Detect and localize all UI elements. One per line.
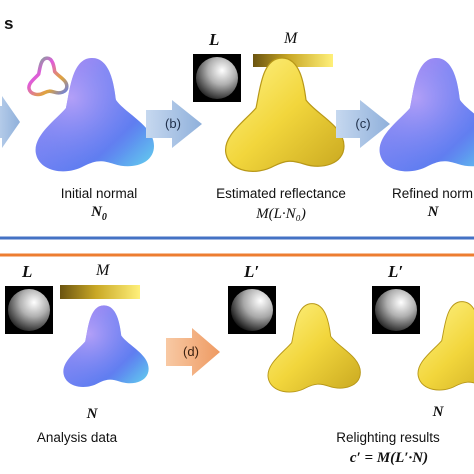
step-b-label: (b) (165, 116, 181, 131)
caption-analysis-data: Analysis data (36, 430, 118, 445)
legend-material-label: M (96, 262, 110, 279)
normal-outline-icon (27, 56, 69, 97)
formula-estimated-reflectance: M(L·N₀) (256, 206, 306, 222)
bottom-panel-border (0, 253, 474, 257)
legend-new-light-label: L′ (388, 262, 404, 281)
caption-initial-normal: Initial normal (60, 186, 138, 201)
symbol-refined-normal: N (427, 204, 439, 220)
estimated-reflectance-shape (224, 57, 345, 172)
refined-normal-shape (379, 58, 474, 172)
sphere-icon (375, 289, 417, 331)
reflectance-bar (60, 285, 140, 299)
arrow-right-icon (166, 328, 220, 376)
panel-title-fragment: s (4, 14, 14, 33)
caption-relighting-results: Relighting results (336, 430, 440, 445)
arrow-right-icon (146, 100, 202, 148)
arrow-right-icon (0, 96, 20, 148)
top-panel-border (0, 236, 474, 240)
sphere-icon (8, 289, 50, 331)
symbol-relit-normal: N (432, 404, 444, 420)
legend-light-label: L (209, 30, 220, 49)
step-c-label: (c) (355, 116, 371, 131)
step-d-label: (d) (183, 344, 199, 359)
caption-refined-normal: Refined norm (392, 186, 474, 201)
initial-normal-shape (35, 58, 154, 172)
relit-shape-2 (417, 301, 474, 391)
legend-material-label: M (284, 30, 298, 47)
symbol-analysis-normal: N (86, 406, 98, 422)
formula-relighting: c′ = M(L′·N) (349, 450, 429, 466)
legend-light-label: L (22, 262, 33, 281)
relit-shape-1 (267, 303, 361, 393)
symbol-initial-normal: N0 (91, 204, 107, 223)
sphere-icon (231, 289, 273, 331)
analysis-normal-shape (63, 305, 149, 387)
arrow-right-icon (336, 100, 390, 148)
legend-new-light-label: L′ (244, 262, 260, 281)
sphere-icon (196, 57, 238, 99)
caption-estimated-reflectance: Estimated reflectance (216, 186, 346, 201)
